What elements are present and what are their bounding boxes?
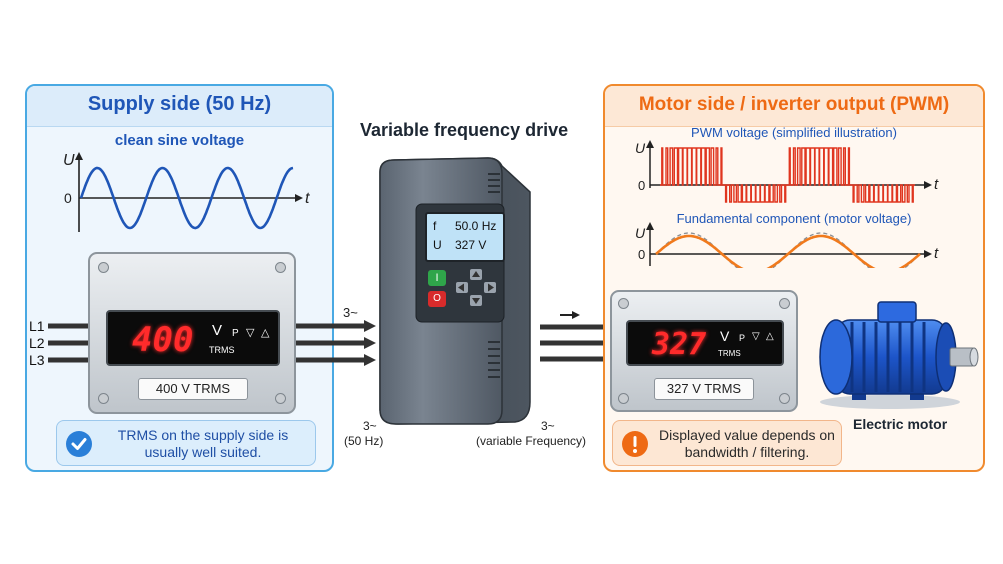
meter-p-button[interactable]: P [232, 328, 239, 339]
motor-note-text: Displayed value depends on bandwidth / f… [659, 427, 835, 460]
screw-icon [779, 298, 790, 309]
line-label-l1: L1 [29, 318, 45, 334]
line-label-l3: L3 [29, 352, 45, 368]
screw-icon [275, 393, 286, 404]
supply-meter-unit: V [212, 322, 223, 339]
fund-axis-u-label: U [635, 225, 646, 241]
vfd-input-phases: 3~ [343, 305, 358, 320]
supply-sine-wave [79, 166, 294, 230]
meter-p-button[interactable]: P [739, 333, 746, 343]
supply-axis-zero-label: 0 [64, 190, 72, 206]
supply-meter-mode: TRMS [209, 345, 235, 355]
supply-note-text: TRMS on the supply side is usually well … [117, 427, 289, 460]
vfd-start-button[interactable]: I [428, 270, 446, 286]
fund-envelope [655, 232, 921, 268]
meter-down-icon[interactable]: ▽ [752, 331, 760, 342]
fund-axis-t-label: t [934, 245, 939, 262]
vfd-output-frequency: (variable Frequency) [476, 434, 587, 448]
motor-meter-value: 327 [652, 327, 707, 362]
supply-u-axis-arrow [75, 152, 83, 160]
meter-down-icon[interactable]: ▽ [246, 327, 255, 339]
vfd-input-frequency: (50 Hz) [344, 434, 384, 448]
supply-note-box: TRMS on the supply side is usually well … [56, 420, 316, 466]
motor-waveforms [646, 140, 932, 268]
screw-icon [618, 393, 629, 404]
vfd-f-key: f [433, 219, 437, 233]
electric-motor [819, 301, 979, 409]
pwm-axis-zero-label: 0 [638, 178, 646, 193]
supply-axis-u-label: U [63, 152, 75, 169]
check-circle-icon [66, 431, 92, 457]
screw-icon [618, 298, 629, 309]
screw-icon [98, 262, 109, 273]
vfd-u-value: 327 V [455, 238, 487, 252]
supply-t-axis-arrow [295, 194, 303, 202]
supply-meter-display: 400 V TRMS P ▽ △ [106, 310, 280, 366]
pwm-pulses [660, 147, 915, 203]
motor-voltmeter: 327 V TRMS P ▽ △ 327 V TRMS [610, 290, 798, 412]
screw-icon [275, 262, 286, 273]
vfd-title: Variable frequency drive [360, 120, 569, 140]
fund-axis-zero-label: 0 [638, 247, 646, 262]
supply-sine-plot [75, 152, 303, 232]
vfd-dpad[interactable] [455, 268, 497, 308]
vfd-display: f 50.0 Hz U 327 V [425, 212, 505, 262]
pwm-axis-u-label: U [635, 140, 646, 156]
supply-meter-label: 400 V TRMS [138, 378, 248, 400]
supply-title: Supply side (50 Hz) [87, 93, 272, 115]
motor-meter-display: 327 V TRMS P ▽ △ [626, 320, 784, 366]
screw-icon [779, 393, 790, 404]
screw-icon [98, 393, 109, 404]
motor-label: Electric motor [853, 416, 948, 432]
motor-meter-label: 327 V TRMS [654, 378, 754, 400]
vfd-output-phases: 3~ [541, 419, 555, 433]
pwm-waveform [660, 147, 915, 203]
supply-voltmeter: 400 V TRMS P ▽ △ 400 V TRMS [88, 252, 296, 414]
pwm-axis-t-label: t [934, 176, 939, 193]
vfd-input-phases-bottom: 3~ [363, 419, 377, 433]
line-label-l2: L2 [29, 335, 45, 351]
supply-subtitle: clean sine voltage [114, 132, 245, 149]
supply-meter-value: 400 [132, 320, 194, 360]
fundamental-wave [655, 234, 921, 268]
vfd-stop-button[interactable]: O [428, 291, 446, 307]
motor-meter-unit: V [720, 328, 730, 344]
motor-note-box: Displayed value depends on bandwidth / f… [612, 420, 842, 466]
vfd-f-value: 50.0 Hz [455, 219, 497, 233]
l3-arrow-icon [364, 354, 376, 366]
pwm-caption: PWM voltage (simplified illustration) [691, 125, 897, 140]
meter-up-icon[interactable]: △ [766, 331, 774, 342]
motor-meter-mode: TRMS [718, 349, 741, 358]
motor-title: Motor side / inverter output (PWM) [638, 94, 950, 115]
supply-axis-t-label: t [305, 190, 310, 207]
fundamental-caption: Fundamental component (motor voltage) [676, 211, 912, 226]
l2-arrow-icon [364, 337, 376, 349]
vfd-u-key: U [433, 238, 442, 252]
supply-panel-header [27, 86, 332, 127]
l1-arrow-icon [364, 320, 376, 332]
warning-circle-icon [622, 431, 648, 457]
meter-up-icon[interactable]: △ [261, 327, 270, 339]
motor-panel-header [605, 86, 983, 127]
